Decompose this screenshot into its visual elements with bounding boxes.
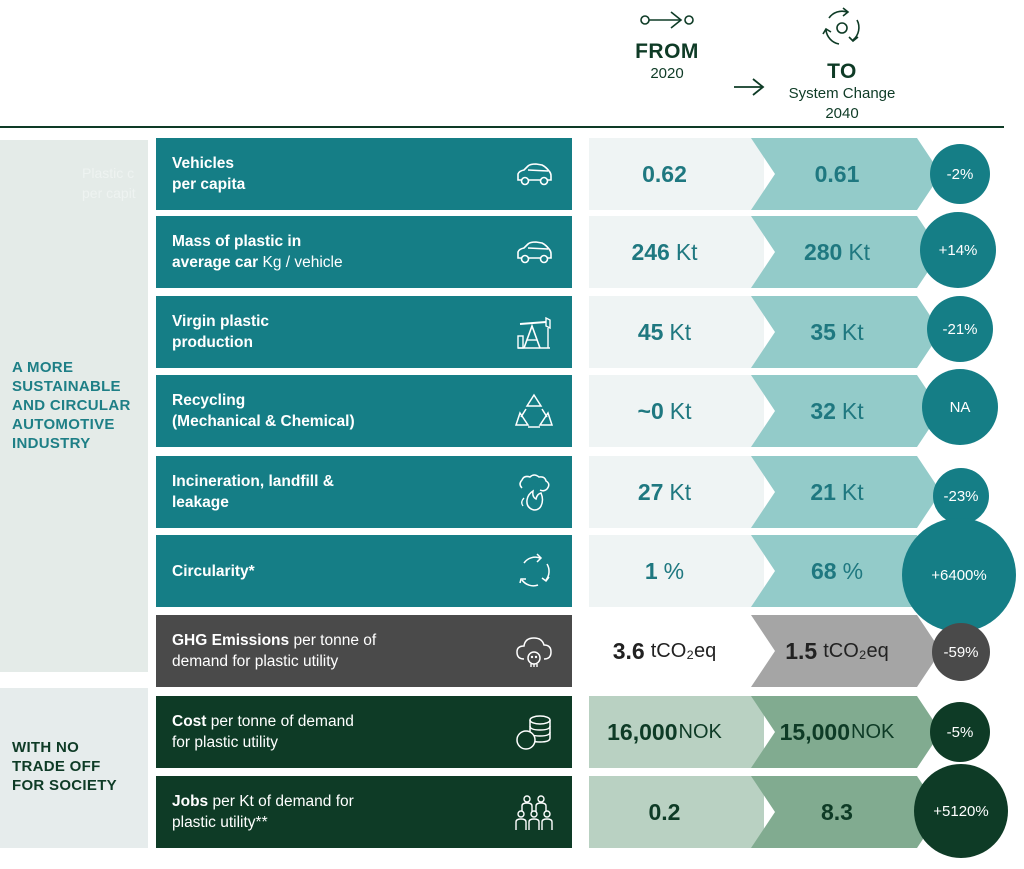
- metric-label-line1: Mass of plastic in: [172, 233, 302, 250]
- oil-pump-icon: [517, 316, 551, 349]
- change-badge: -23%: [933, 468, 989, 524]
- from-year: 2020: [650, 65, 684, 82]
- group-sustainable-industry: A MORE SUSTAINABLE AND CIRCULAR AUTOMOTI…: [0, 140, 148, 672]
- metric-label-box: Circularity*: [156, 535, 572, 607]
- metric-label-line1: Recycling: [172, 392, 246, 409]
- to-year: 2040: [825, 105, 859, 122]
- metric-label-line1: Virgin plastic: [172, 313, 270, 330]
- metric-label-line2: (Mechanical & Chemical): [172, 413, 355, 430]
- from-header: FROM 2020: [612, 8, 722, 84]
- change-badge: -21%: [927, 296, 993, 362]
- to-header: TO System Change 2040: [772, 4, 912, 124]
- metric-label-line1: Vehicles: [172, 155, 235, 172]
- metric-label-line2: demand for plastic utility: [172, 653, 339, 670]
- metric-label-box: GHG Emissions per tonne of demand for pl…: [156, 615, 572, 687]
- metric-label-box: Cost per tonne of demand for plastic uti…: [156, 696, 572, 768]
- right-arrow-icon: [734, 78, 765, 96]
- metric-label-line2: for plastic utility: [172, 734, 278, 751]
- people-group-icon: [515, 795, 553, 830]
- row-ghg-emissions: GHG Emissions per tonne of demand for pl…: [0, 615, 1024, 687]
- to-value-cell: 0.61: [751, 138, 941, 210]
- ghost-text: Plastic c per capit: [82, 165, 136, 201]
- to-value-cell: 8.3: [751, 776, 941, 848]
- metric-label-line1: Circularity*: [172, 562, 255, 580]
- metric-label-box: Jobs per Kt of demand for plastic utilit…: [156, 776, 572, 848]
- row-jobs: Jobs per Kt of demand for plastic utilit…: [0, 764, 1024, 858]
- cycle-arrows-icon: [822, 7, 860, 45]
- car-icon: [517, 241, 552, 264]
- metric-label-unit: Kg / vehicle: [262, 254, 343, 271]
- header-divider: [0, 126, 1004, 128]
- to-title: TO: [827, 60, 857, 83]
- metric-label-box: Mass of plastic in average car Kg / vehi…: [156, 216, 572, 288]
- metric-label-box: Vehicles per capita: [156, 138, 572, 210]
- row-cost: Cost per tonne of demand for plastic uti…: [0, 696, 1024, 768]
- cloud-skull-icon: [516, 637, 552, 667]
- metric-label-line1: Incineration, landfill &: [172, 473, 334, 490]
- change-badge: NA: [922, 369, 998, 445]
- metric-label-box: Recycling (Mechanical & Chemical): [156, 375, 572, 447]
- from-title: FROM: [635, 40, 699, 63]
- row-circularity: Circularity* 1% 68% +6400%: [0, 518, 1024, 632]
- circular-arrows-icon: [519, 553, 550, 587]
- metric-label-line1: GHG Emissions: [172, 632, 290, 649]
- from-value-cell: 0.62: [589, 138, 764, 210]
- fire-smoke-icon: [519, 474, 550, 511]
- metric-label-line1: Jobs: [172, 793, 209, 810]
- group-label-sustainable: A MORE SUSTAINABLE AND CIRCULAR AUTOMOTI…: [12, 359, 131, 452]
- to-subtitle: System Change: [788, 85, 896, 102]
- metric-label-line2: per capita: [172, 176, 246, 193]
- car-icon: [517, 163, 552, 186]
- metric-label-box: Virgin plastic production: [156, 296, 572, 368]
- group-label-society: WITH NO TRADE OFF FOR SOCIETY: [12, 739, 117, 794]
- change-badge: +14%: [920, 212, 996, 288]
- metric-label-line2: average car: [172, 254, 259, 271]
- metric-label-line2: plastic utility**: [172, 814, 268, 831]
- group-no-trade-off: WITH NO TRADE OFF FOR SOCIETY: [0, 688, 148, 848]
- metric-label-line2: leakage: [172, 494, 229, 511]
- row-mass-of-plastic: Mass of plastic in average car Kg / vehi…: [0, 212, 1024, 288]
- metric-label-box: Incineration, landfill & leakage: [156, 456, 572, 528]
- change-badge: +6400%: [902, 518, 1016, 632]
- arrow-path-icon: [640, 11, 694, 29]
- from-value-cell: 0.2: [589, 776, 764, 848]
- row-vehicles: Vehicles per capita 0.62 0.61 -2%: [0, 138, 1024, 210]
- change-badge: -5%: [930, 702, 990, 762]
- change-badge: -59%: [932, 623, 990, 681]
- recycle-icon: [514, 393, 554, 428]
- coins-icon: [516, 715, 551, 750]
- from-value-cell: 1%: [589, 535, 764, 607]
- change-badge: -2%: [930, 144, 990, 204]
- change-badge: +5120%: [914, 764, 1008, 858]
- metric-label-line1: Cost: [172, 713, 207, 730]
- metric-label-line2: production: [172, 334, 253, 351]
